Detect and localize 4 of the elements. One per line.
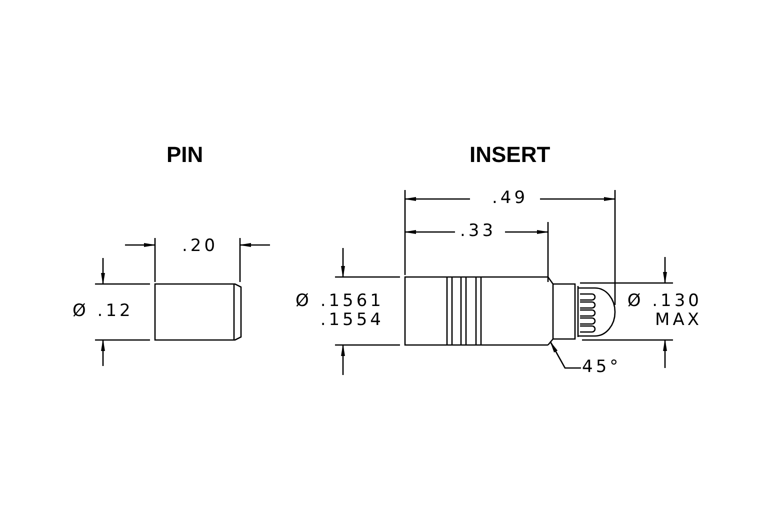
part-title: INSERT [470, 145, 550, 164]
chamfer [548, 338, 554, 346]
leader-line [550, 341, 581, 369]
part-title: PIN [166, 145, 204, 164]
